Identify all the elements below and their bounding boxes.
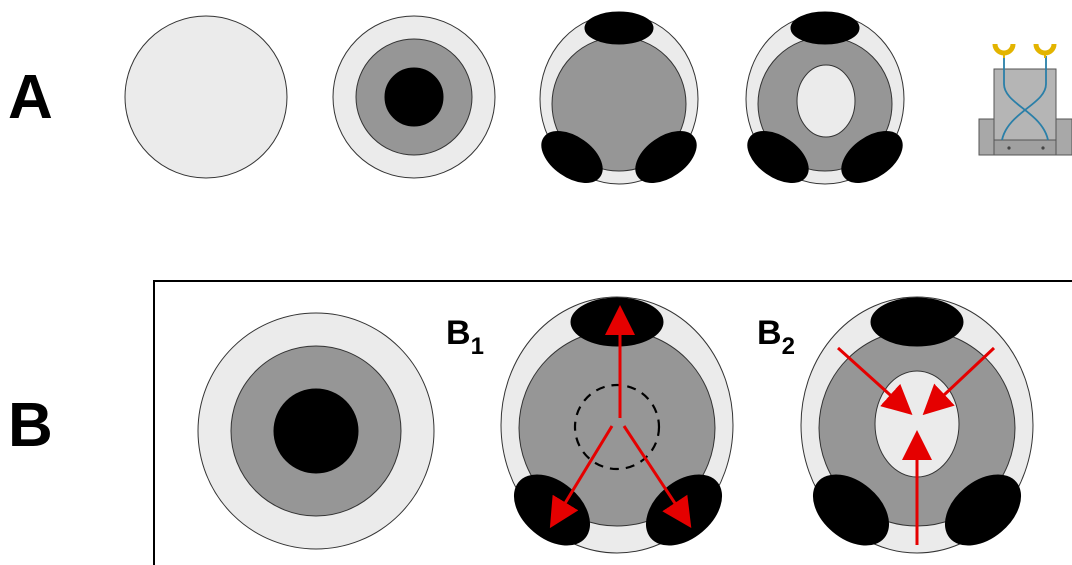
panel-b-frame bbox=[153, 280, 1072, 565]
b2-label: B2 bbox=[757, 314, 795, 360]
b1-arrow-left bbox=[549, 425, 614, 529]
b2-label-main: B bbox=[757, 314, 782, 352]
b1-label-main: B bbox=[446, 314, 471, 352]
a-stage-1-cell bbox=[124, 15, 288, 179]
b1-dashed-circle bbox=[573, 383, 661, 471]
b1-label-subscript: 1 bbox=[471, 333, 484, 360]
b2-cell bbox=[800, 296, 1034, 554]
a-stage-2-cell bbox=[332, 15, 496, 179]
b1-arrow-right bbox=[622, 425, 692, 529]
microfluidic-chip-icon bbox=[978, 43, 1072, 156]
b-concentric-cell bbox=[197, 312, 435, 550]
b2-arrow-from-right bbox=[922, 346, 996, 416]
panel-b-letter: B bbox=[8, 391, 53, 460]
a-stage-4-cell bbox=[745, 11, 905, 185]
a-stage-3-cell bbox=[539, 11, 699, 185]
b1-label: B1 bbox=[446, 314, 484, 360]
b2-label-subscript: 2 bbox=[782, 333, 795, 360]
panel-a-letter: A bbox=[8, 63, 53, 132]
b1-cell bbox=[500, 296, 734, 554]
b2-arrow-from-left bbox=[836, 346, 913, 416]
